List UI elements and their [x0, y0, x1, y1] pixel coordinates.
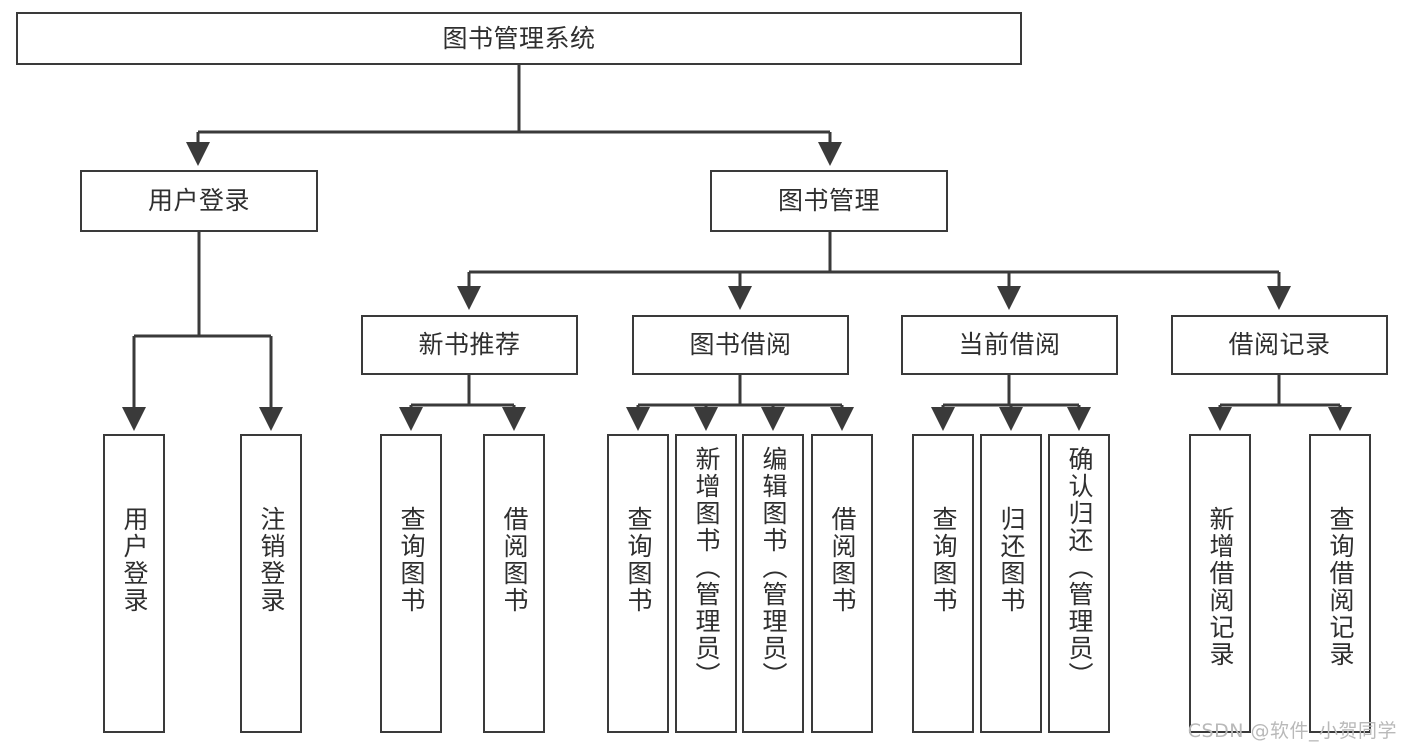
node-book-borrow[interactable]: 图书借阅 [632, 315, 849, 375]
node-root[interactable]: 图书管理系统 [16, 12, 1022, 65]
leaf-label: 查询图书 [929, 506, 958, 614]
leaf-bookborrow-borrow-book[interactable]: 借阅图书 [811, 434, 873, 733]
node-borrow-record[interactable]: 借阅记录 [1171, 315, 1388, 375]
node-new-book-recommend-label: 新书推荐 [418, 330, 521, 360]
leaf-label: 查询借阅记录 [1326, 506, 1355, 668]
node-current-borrow-label: 当前借阅 [958, 330, 1061, 360]
leaf-label: 编辑图书（管理员） [759, 446, 788, 689]
leaf-bookborrow-edit-book[interactable]: 编辑图书（管理员） [742, 434, 804, 733]
leaf-label: 用户登录 [120, 506, 149, 614]
leaf-borrowrecord-query-record[interactable]: 查询借阅记录 [1309, 434, 1371, 733]
node-user-login-label: 用户登录 [147, 186, 250, 216]
leaf-bookborrow-query-book[interactable]: 查询图书 [607, 434, 669, 733]
node-root-label: 图书管理系统 [442, 23, 596, 53]
node-book-borrow-label: 图书借阅 [689, 330, 792, 360]
leaf-currentborrow-confirm-return[interactable]: 确认归还（管理员） [1048, 434, 1110, 733]
leaf-currentborrow-query-book[interactable]: 查询图书 [912, 434, 974, 733]
leaf-label: 归还图书 [997, 506, 1026, 614]
node-borrow-record-label: 借阅记录 [1228, 330, 1331, 360]
leaf-label: 注销登录 [257, 506, 286, 614]
node-book-manage[interactable]: 图书管理 [710, 170, 948, 232]
leaf-bookborrow-add-book[interactable]: 新增图书（管理员） [675, 434, 737, 733]
node-new-book-recommend[interactable]: 新书推荐 [361, 315, 578, 375]
leaf-label: 确认归还（管理员） [1065, 446, 1094, 689]
leaf-borrowrecord-add-record[interactable]: 新增借阅记录 [1189, 434, 1251, 733]
leaf-newbook-query-book[interactable]: 查询图书 [380, 434, 442, 733]
leaf-newbook-borrow-book[interactable]: 借阅图书 [483, 434, 545, 733]
node-current-borrow[interactable]: 当前借阅 [901, 315, 1118, 375]
leaf-user-login-logout[interactable]: 注销登录 [240, 434, 302, 733]
leaf-user-login-login[interactable]: 用户登录 [103, 434, 165, 733]
leaf-label: 借阅图书 [828, 506, 857, 614]
leaf-label: 新增借阅记录 [1206, 506, 1235, 668]
node-user-login[interactable]: 用户登录 [80, 170, 318, 232]
watermark: CSDN @软件_小贺同学 [1187, 720, 1397, 742]
leaf-currentborrow-return-book[interactable]: 归还图书 [980, 434, 1042, 733]
leaf-label: 查询图书 [624, 506, 653, 614]
node-book-manage-label: 图书管理 [777, 186, 880, 216]
leaf-label: 新增图书（管理员） [692, 446, 721, 689]
leaf-label: 借阅图书 [500, 506, 529, 614]
leaf-label: 查询图书 [397, 506, 426, 614]
